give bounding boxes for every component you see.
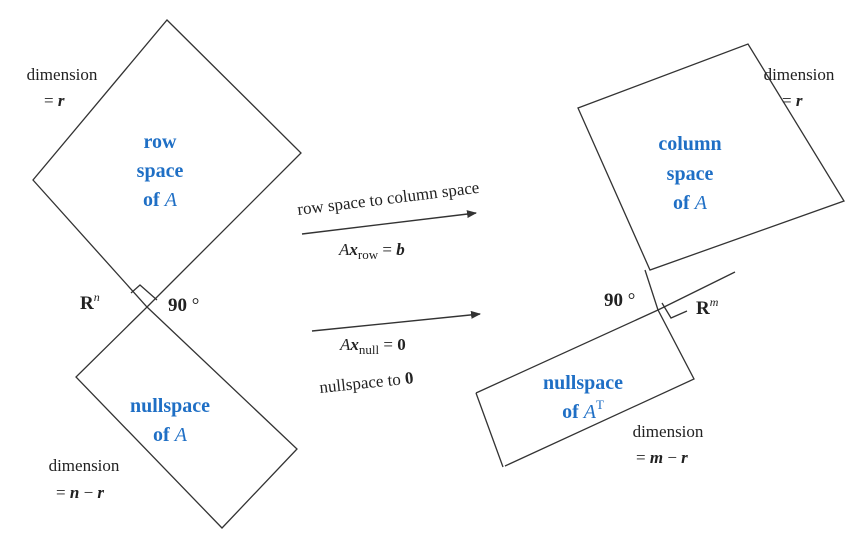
column-space-dimension-label: dimension xyxy=(764,65,835,84)
row-space-dimension-label: dimension xyxy=(27,65,98,84)
left-nullspace-label-line1: nullspace xyxy=(543,372,623,394)
left-right-angle-label: 90 ° xyxy=(168,295,199,316)
rm-space-label: Rm xyxy=(696,295,719,319)
column-space-label-line2: space xyxy=(667,163,714,185)
rn-space-label: Rn xyxy=(80,290,100,314)
column-space-label-line1: column xyxy=(658,133,721,155)
column-space-square xyxy=(577,43,845,271)
nullspace-dimension-value: = n − r xyxy=(56,483,104,502)
null-to-zero-arrow xyxy=(311,310,481,332)
column-space-axis-line xyxy=(657,271,736,311)
row-space-label-line1: row xyxy=(144,131,178,153)
column-space-axis-stub xyxy=(644,269,659,311)
left-nullspace-dimension-value: = m − r xyxy=(636,448,688,467)
nullspace-dimension-label: dimension xyxy=(49,456,120,475)
column-space-dimension-value: = r xyxy=(782,91,803,110)
row-to-column-caption: row space to column space xyxy=(296,178,480,219)
left-nullspace-label-line2: of AT xyxy=(562,397,604,423)
left-nullspace-dimension-label: dimension xyxy=(633,422,704,441)
row-space-label-line2: space xyxy=(137,160,184,182)
null-equation: Axnull = 0 xyxy=(339,335,406,357)
row-space-dimension-value: = r xyxy=(44,91,65,110)
null-to-zero-caption: nullspace to 0 xyxy=(318,368,414,397)
row-to-column-arrow xyxy=(301,210,477,235)
row-equation: Axrow = b xyxy=(338,240,405,262)
left-right-angle-marker xyxy=(130,284,158,301)
left-nullspace-edge xyxy=(475,392,504,468)
column-space-label-line3: of A xyxy=(673,192,708,214)
row-space-label-line3: of A xyxy=(143,189,178,211)
left-nullspace-square xyxy=(475,309,695,467)
nullspace-square xyxy=(75,306,298,529)
nullspace-label-line1: nullspace xyxy=(130,395,210,417)
right-right-angle-label: 90 ° xyxy=(604,290,635,311)
right-right-angle-marker xyxy=(661,302,688,319)
nullspace-label-line2: of A xyxy=(153,424,188,446)
